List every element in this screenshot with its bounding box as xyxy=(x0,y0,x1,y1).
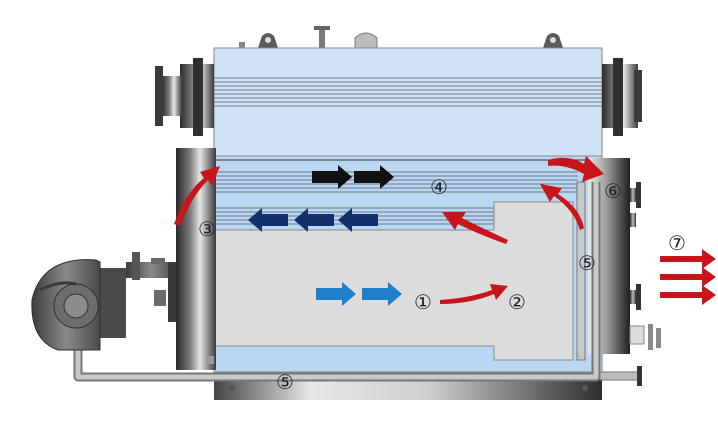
right-header xyxy=(602,58,642,136)
rear-water-tube xyxy=(576,181,586,361)
label-water-circulation-bottom: ⑤ xyxy=(276,370,294,394)
flame-arrow-icon xyxy=(174,156,604,304)
flow-arrow-icon xyxy=(316,282,402,306)
second-pass-tubes xyxy=(214,171,578,193)
label-reversal-chamber: ② xyxy=(508,290,526,314)
label-rear-smoke-box: ⑥ xyxy=(604,179,622,203)
left-header xyxy=(155,58,214,136)
front-smoke-box xyxy=(176,148,216,370)
top-fittings xyxy=(239,26,563,49)
exhaust-arrow-icon xyxy=(660,249,716,305)
label-furnace: ① xyxy=(414,290,432,314)
base-bolt xyxy=(582,385,588,391)
furnace xyxy=(213,201,574,361)
label-water-circulation-rear: ⑤ xyxy=(578,251,596,275)
flow-arrow-icon xyxy=(312,165,394,189)
base-skid xyxy=(214,380,602,400)
upper-drum-tubes xyxy=(214,77,602,107)
label-second-pass-tubes: ④ xyxy=(430,175,448,199)
burner-icon xyxy=(31,252,176,351)
base-bolt xyxy=(229,385,235,391)
flow-arrow-icon xyxy=(248,208,378,232)
label-exhaust: ⑦ xyxy=(668,231,686,255)
label-front-smoke-box: ③ xyxy=(198,217,216,241)
